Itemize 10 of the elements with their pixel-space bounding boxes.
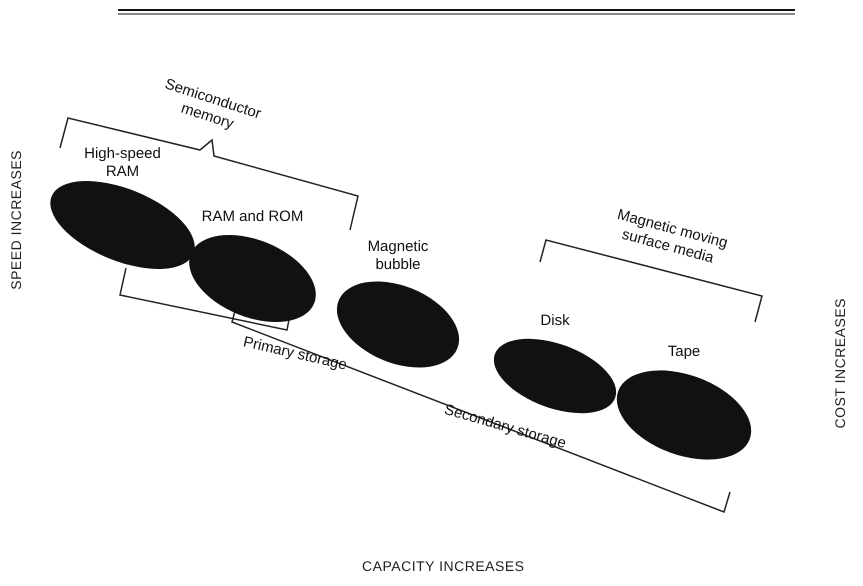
bracket-label: Primary storage xyxy=(240,332,350,376)
axis-label: COST INCREASES xyxy=(832,298,848,428)
axis-label: CAPACITY INCREASES xyxy=(362,558,525,574)
node-label: High-speed RAM xyxy=(83,145,162,181)
axis-label: SPEED INCREASES xyxy=(8,150,24,290)
node-label: RAM and ROM xyxy=(202,208,304,226)
node-label: Disk xyxy=(540,312,570,330)
bracket-label: Magnetic moving surface media xyxy=(614,204,730,269)
node-label: Tape xyxy=(668,343,700,361)
node-label: Magnetic bubble xyxy=(366,238,430,274)
